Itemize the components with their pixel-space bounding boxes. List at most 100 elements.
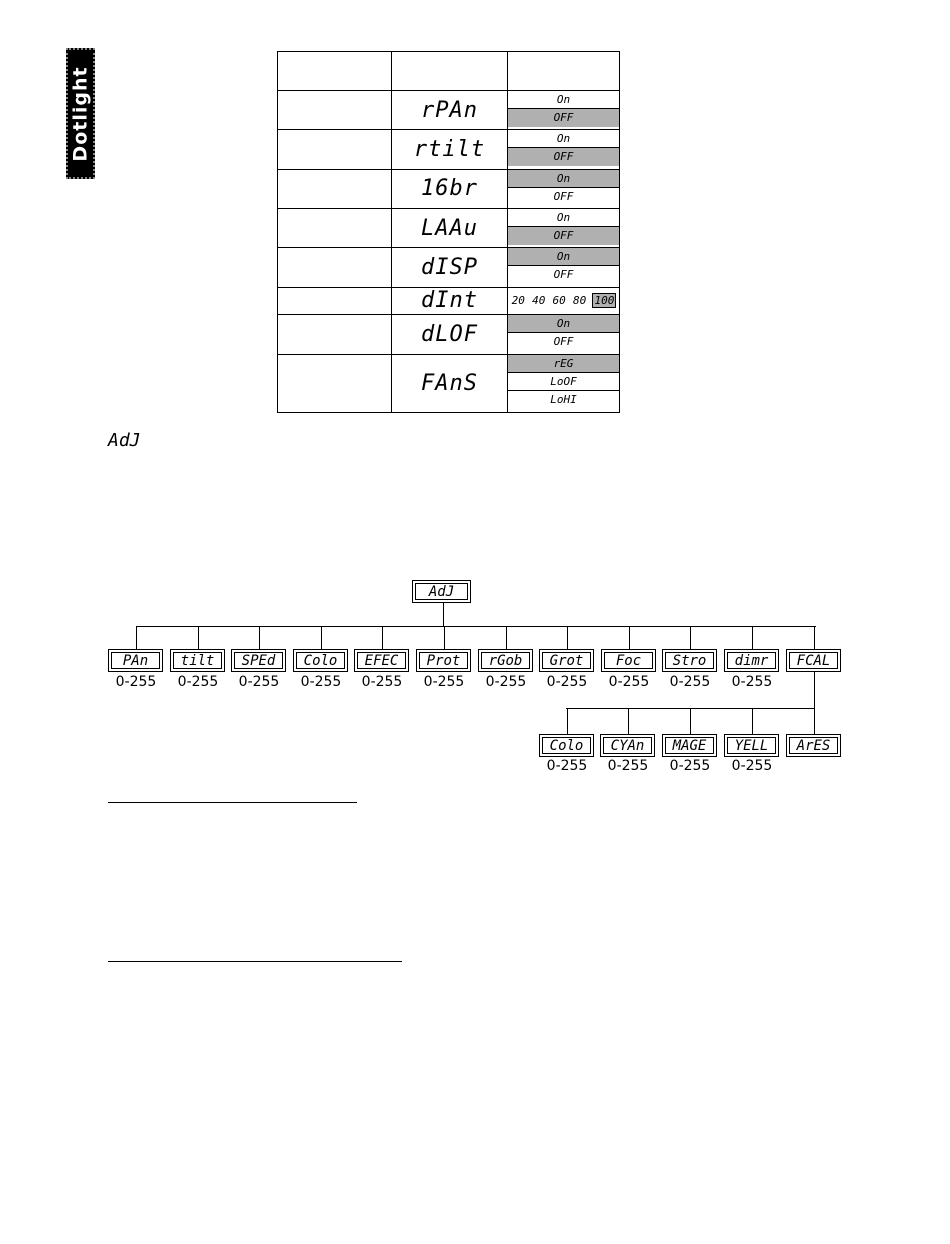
option-value: LoOF: [508, 373, 619, 391]
underline-rule: [108, 802, 357, 803]
tree-node: Foc: [601, 649, 656, 672]
connector-line: [628, 708, 629, 734]
tree-node: FCAL: [786, 649, 841, 672]
value-range: 0-255: [669, 674, 711, 690]
setting-code: rtilt: [391, 129, 508, 170]
connector-line: [690, 626, 691, 649]
tree-node: YELL: [724, 734, 779, 757]
tree-node: EFEC: [354, 649, 409, 672]
value-range: 0-255: [485, 674, 527, 690]
tree-node: Prot: [416, 649, 471, 672]
table-cell-empty: [277, 168, 392, 209]
table-cell-empty: [277, 247, 392, 288]
connector-line: [321, 626, 322, 649]
setting-code: dISP: [391, 247, 508, 288]
tree-node: MAGE: [662, 734, 717, 757]
tree-node: SPEd: [231, 649, 286, 672]
brand-logo-text: Dotlight: [69, 65, 92, 162]
value-range: 0-255: [238, 674, 280, 690]
option-value: OFF: [553, 335, 574, 349]
option-value: On: [508, 209, 619, 227]
connector-line: [690, 708, 691, 734]
value-range: 0-255: [546, 758, 588, 774]
tree-root-node: AdJ: [412, 580, 471, 603]
connector-line: [506, 626, 507, 649]
value-range: 0-255: [546, 674, 588, 690]
connector-line: [567, 626, 568, 649]
table-header-row: [277, 51, 620, 91]
option-value: On: [508, 315, 619, 334]
tree-node: dimr: [724, 649, 779, 672]
connector-line: [566, 708, 815, 709]
connector-line: [136, 626, 816, 627]
connector-line: [382, 626, 383, 649]
table-cell-empty: [277, 314, 392, 355]
connector-line: [752, 708, 753, 734]
option-value: On: [508, 130, 619, 149]
table-cell-empty: [277, 353, 392, 413]
tree-node: ArES: [786, 734, 841, 757]
value-range: 0-255: [607, 758, 649, 774]
tree-node: Colo: [539, 734, 594, 757]
connector-line: [814, 708, 815, 734]
connector-line: [444, 626, 445, 649]
value-range: 0-255: [300, 674, 342, 690]
tree-node: Grot: [539, 649, 594, 672]
scale-value: 80: [573, 294, 587, 308]
table-cell-empty: [277, 207, 392, 249]
connector-line: [629, 626, 630, 649]
scale-value: 40: [532, 294, 546, 308]
connector-line: [259, 626, 260, 649]
tree-node: rGob: [478, 649, 533, 672]
value-range: 0-255: [731, 674, 773, 690]
connector-line: [814, 672, 815, 708]
table-cell-empty: [277, 286, 392, 316]
tree-node: Colo: [293, 649, 348, 672]
table-cell-empty: [277, 89, 392, 131]
option-value: OFF: [553, 268, 574, 282]
table-header: [507, 51, 620, 91]
value-range: 0-255: [423, 674, 465, 690]
value-range: 0-255: [608, 674, 650, 690]
option-value: On: [508, 248, 619, 267]
setting-code: dInt: [391, 286, 508, 316]
setting-code: 16br: [391, 168, 508, 209]
tree-node: CYAn: [600, 734, 655, 757]
table-header: [277, 51, 392, 91]
value-range: 0-255: [731, 758, 773, 774]
setting-code: rPAn: [391, 89, 508, 131]
underline-rule: [108, 961, 402, 962]
scale-value: 60: [552, 294, 566, 308]
setting-code: dLOF: [391, 314, 508, 355]
table-cell-empty: [277, 129, 392, 170]
value-range: 0-255: [669, 758, 711, 774]
connector-line: [136, 626, 137, 649]
option-value: OFF: [508, 226, 619, 245]
setting-code: FAnS: [391, 353, 508, 413]
connector-line: [567, 708, 568, 734]
tree-node: tilt: [170, 649, 225, 672]
connector-line: [814, 626, 815, 649]
setting-code: LAAu: [391, 207, 508, 249]
option-value: rEG: [508, 354, 619, 373]
tree-node: Stro: [662, 649, 717, 672]
option-value: On: [508, 169, 619, 188]
connector-line: [752, 626, 753, 649]
option-value: OFF: [553, 189, 574, 203]
